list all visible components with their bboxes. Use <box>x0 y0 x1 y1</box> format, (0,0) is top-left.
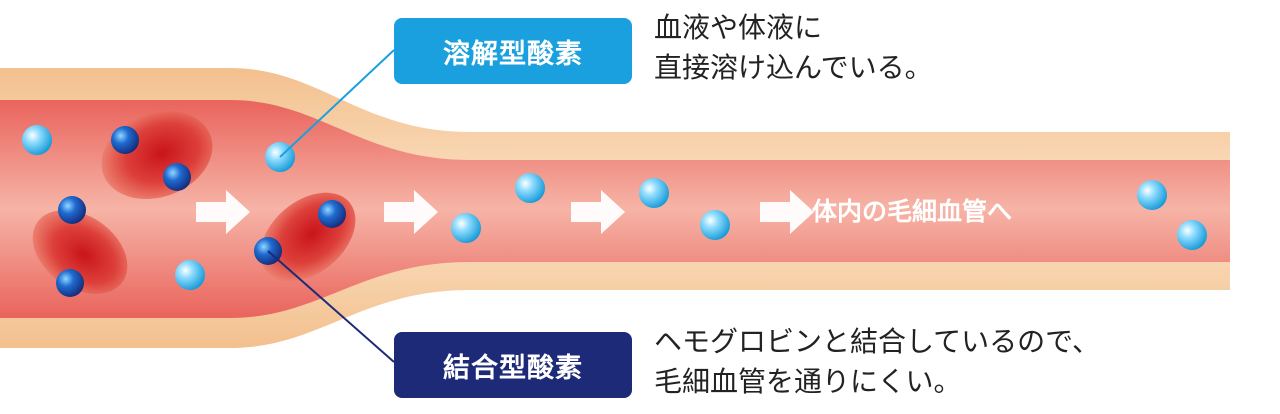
bound-oxygen <box>111 126 139 154</box>
dissolved-oxygen <box>515 173 545 203</box>
dissolved-oxygen-label: 溶解型酸素 <box>394 18 632 84</box>
bound-oxygen-label: 結合型酸素 <box>394 332 632 398</box>
dissolved-oxygen <box>1177 220 1207 250</box>
bound-oxygen <box>58 196 86 224</box>
bound-oxygen <box>163 163 191 191</box>
flow-arrow <box>571 190 625 234</box>
dissolved-oxygen <box>451 213 481 243</box>
bound-oxygen-description: ヘモグロビンと結合しているので、 毛細血管を通りにくい。 <box>654 322 1100 402</box>
dissolved-oxygen <box>639 178 669 208</box>
dissolved-oxygen <box>1137 180 1167 210</box>
bound-description-line: 毛細血管を通りにくい。 <box>654 365 962 398</box>
dissolved-oxygen <box>175 260 205 290</box>
dissolved-oxygen <box>22 125 52 155</box>
bound-description-line: ヘモグロビンと結合しているので、 <box>654 325 1101 358</box>
dissolved-oxygen-description: 血液や体液に 直接溶け込んでいる。 <box>654 8 933 88</box>
bound-oxygen <box>318 200 346 228</box>
dissolved-description-line: 血液や体液に <box>654 11 823 44</box>
flow-arrow <box>760 190 814 234</box>
bound-leader-line <box>267 250 395 363</box>
dissolved-leader-line <box>279 49 395 158</box>
dissolved-oxygen <box>700 210 730 240</box>
red-blood-cell <box>32 210 128 294</box>
dissolved-description-line: 直接溶け込んでいる。 <box>654 51 933 84</box>
bound-oxygen <box>56 269 84 297</box>
capillary-direction-text: 体内の毛細血管へ <box>812 197 1013 226</box>
flow-arrow <box>384 190 438 234</box>
flow-arrow <box>196 190 250 234</box>
